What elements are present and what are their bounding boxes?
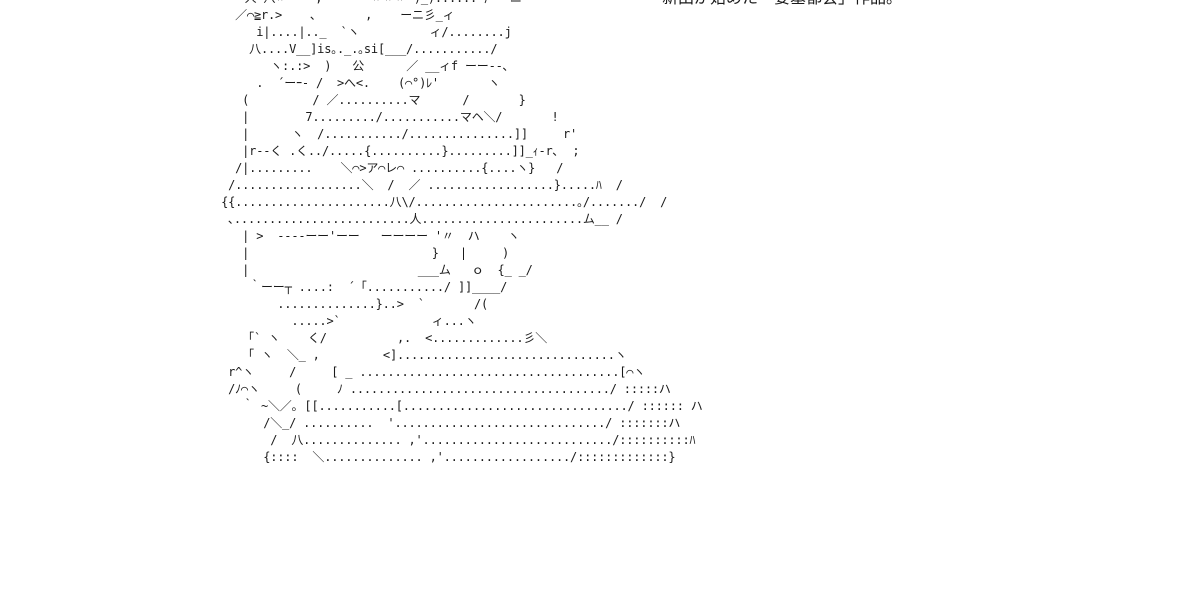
- caption-text: 新田が始めた「要塞都会」作品。: [662, 0, 902, 8]
- ascii-art-figure: `ーー人 八〃 , 〃〃〃 )_)...... 厂''ニ ／⌒≧r.> ､ , …: [214, 0, 703, 464]
